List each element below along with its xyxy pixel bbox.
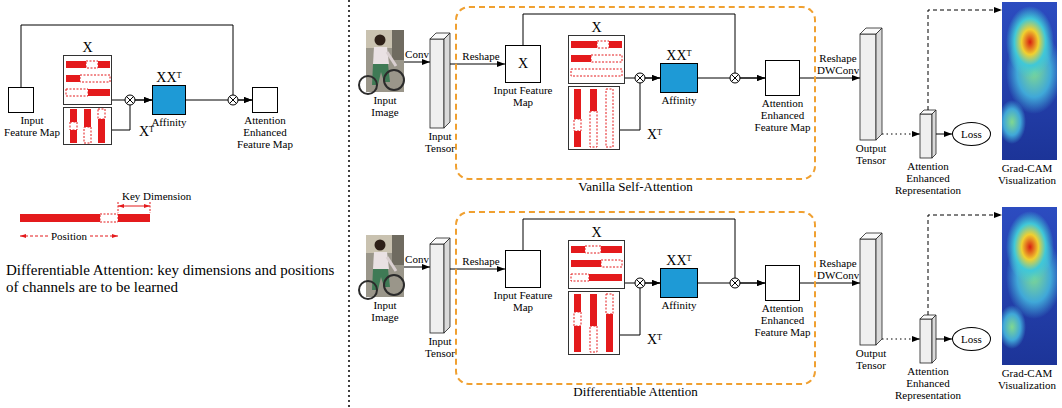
pipeline-illustration	[359, 2, 1062, 160]
node-label: Affinity	[661, 299, 696, 311]
node-label: Affinity	[661, 94, 696, 106]
image-panel: Grad-CAM Visualization	[1002, 207, 1057, 365]
node-label: Input Image	[363, 94, 407, 118]
image-panel: Input Image	[366, 235, 404, 297]
affinity-box: XXᵀAffinity	[152, 85, 186, 115]
node-label: XXᵀ	[666, 48, 691, 63]
annotation-label: Differentiable Attention: key dimensions…	[6, 262, 344, 295]
connector-arrow	[620, 78, 660, 130]
connector-arrow	[936, 134, 952, 135]
edge-label: Reshape DWConv	[817, 52, 859, 76]
node-label: X	[591, 20, 601, 35]
connector-arrow	[523, 14, 765, 78]
edge-label: Conv	[405, 48, 429, 60]
tensor-slab: Output Tensor	[860, 233, 882, 345]
connector-arrow	[450, 269, 505, 270]
tensor-slab: Output Tensor	[860, 28, 882, 140]
connector-arrow	[928, 215, 1002, 315]
matrix-box: X	[568, 240, 625, 289]
node-label: Affinity	[151, 116, 186, 128]
edge-label: Reshape DWConv	[817, 257, 859, 281]
node-label: Vanilla Self-Attention	[578, 180, 692, 194]
node-label: Attention Enhanced Representation	[888, 365, 968, 401]
affinity-box: XXᵀAffinity	[660, 63, 698, 93]
feature-map-box: Attention Enhanced Feature Map	[252, 87, 278, 113]
node-label: XXᵀ	[156, 70, 181, 85]
feature-map-box: Attention Enhanced Feature Map	[765, 60, 800, 96]
edge-label: Reshape	[462, 50, 499, 62]
connector-arrow	[21, 25, 252, 100]
matrix-box: X	[63, 55, 112, 105]
matrix-box: Xᵀ	[63, 107, 112, 145]
connector-arrow	[800, 78, 860, 79]
connector-arrow	[620, 283, 660, 335]
connector-arrow	[404, 267, 430, 268]
node-label: X	[82, 40, 92, 55]
connector-arrow	[882, 339, 920, 340]
feature-map-box: Attention Enhanced Feature Map	[765, 265, 800, 301]
node-label: XXᵀ	[666, 253, 691, 268]
matrix-box: X	[568, 35, 625, 84]
affinity-box: XXᵀAffinity	[660, 268, 698, 298]
loss-ellipse: Loss	[952, 327, 991, 351]
node-label: Grad-CAM Visualization	[996, 367, 1058, 391]
connector-arrow	[404, 62, 430, 63]
connector-arrow	[936, 339, 952, 340]
feature-map-box: Input Feature Map	[8, 87, 34, 113]
attention-region: Differentiable AttentionInput Feature Ma…	[455, 211, 816, 385]
matrix-box: Xᵀ	[568, 86, 620, 150]
annotation-label: Key Dimension	[122, 190, 191, 202]
matrix-bars	[20, 41, 622, 352]
node-label: Loss	[961, 333, 982, 345]
node-label: Differentiable Attention	[573, 385, 697, 399]
edge-label: Conv	[405, 253, 429, 265]
image-panel: Input Image	[366, 30, 404, 92]
node-label: Attention Enhanced Feature Map	[753, 97, 813, 133]
matrix-slots	[66, 41, 622, 352]
edge-label: Reshape	[462, 255, 499, 267]
annotation-label: Position	[49, 230, 89, 242]
node-label: Loss	[961, 128, 982, 140]
image-panel: Grad-CAM Visualization	[1002, 2, 1057, 160]
tensor-slab: Input Tensor	[430, 238, 450, 333]
node-label: Input Tensor	[418, 335, 462, 359]
node-label: Xᵀ	[647, 127, 662, 142]
connector-arrow	[800, 283, 860, 284]
tensor-slab: Input Tensor	[430, 33, 450, 128]
attention-region: Vanilla Self-AttentionXInput Feature Map…	[455, 6, 816, 180]
node-label: Output Tensor	[849, 142, 893, 166]
matrix-box: Xᵀ	[568, 291, 620, 355]
node-label: Attention Enhanced Feature Map	[753, 302, 813, 338]
connector-arrow	[882, 134, 920, 135]
node-label: Xᵀ	[647, 332, 662, 347]
node-label: Output Tensor	[849, 347, 893, 371]
loss-ellipse: Loss	[952, 122, 991, 146]
node-label: Attention Enhanced Feature Map	[234, 114, 296, 150]
node-label: Grad-CAM Visualization	[996, 162, 1058, 186]
connector-arrow	[523, 219, 765, 283]
connector-arrow	[186, 100, 252, 101]
connector-arrow	[450, 64, 505, 65]
node-label: Input Feature Map	[492, 84, 554, 108]
node-label: X	[591, 225, 601, 240]
node-label: Input Feature Map	[3, 114, 61, 138]
node-label: Input Feature Map	[492, 289, 554, 313]
tensor-slab: Attention Enhanced Representation	[920, 110, 936, 158]
node-label: X	[518, 56, 528, 71]
feature-map-box: Input Feature Map	[505, 250, 541, 288]
tensor-slab: Attention Enhanced Representation	[920, 315, 936, 363]
connector-arrow	[928, 10, 1002, 110]
feature-map-box: XInput Feature Map	[505, 45, 541, 83]
node-label: Input Tensor	[418, 130, 462, 154]
node-label: Attention Enhanced Representation	[888, 160, 968, 196]
node-label: Input Image	[363, 299, 407, 323]
